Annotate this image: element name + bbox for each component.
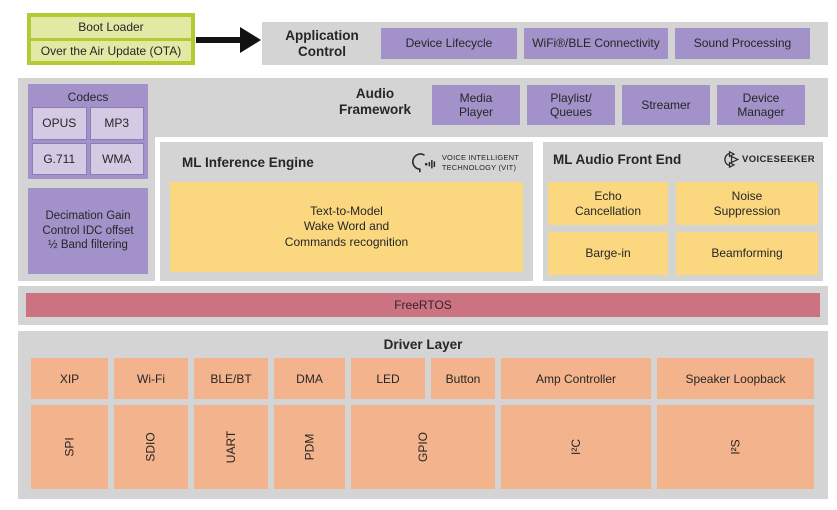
driver-box-button: Button <box>431 358 495 399</box>
af-module-media-player: Media Player <box>432 85 520 125</box>
peripheral-box-i2s: I²S <box>657 405 814 489</box>
driver-box-speaker-loopback: Speaker Loopback <box>657 358 814 399</box>
driver-layer-title: Driver Layer <box>383 337 463 352</box>
app-control-bar: Application Control Device Lifecycle WiF… <box>262 22 828 65</box>
boot-group: Boot Loader Over the Air Update (OTA) <box>27 13 195 65</box>
codecs-box: Codecs OPUS MP3 G.711 WMA <box>28 84 148 179</box>
codec-g711: G.711 <box>32 142 87 175</box>
driver-box-dma: DMA <box>274 358 345 399</box>
app-module-wifi-ble-connectivity: WiFi®/BLE Connectivity <box>524 28 668 59</box>
peripheral-label-uart: UART <box>223 430 238 464</box>
codec-mp3: MP3 <box>89 107 144 140</box>
afe-box-echo-cancellation: Echo Cancellation <box>548 182 668 225</box>
voiceseeker-icon <box>722 151 739 168</box>
vit-head-speaking-icon <box>410 151 437 174</box>
voiceseeker-badge: VOICESEEKER <box>722 151 815 168</box>
flow-arrow-icon <box>240 27 261 53</box>
peripheral-label-pdm: PDM <box>302 433 317 461</box>
flow-arrow-shaft <box>196 37 242 43</box>
afe-box-noise-suppression: Noise Suppression <box>676 182 818 225</box>
wake-word-box: Text-to-Model Wake Word and Commands rec… <box>170 182 523 272</box>
driver-layer-grid: XIP Wi-Fi BLE/BT DMA LED Button Amp Cont… <box>31 358 814 489</box>
afe-grid: Echo Cancellation Noise Suppression Barg… <box>548 182 818 275</box>
ml-inference-title: ML Inference Engine <box>182 155 314 170</box>
driver-box-led: LED <box>351 358 425 399</box>
driver-box-amp-controller: Amp Controller <box>501 358 651 399</box>
codec-opus: OPUS <box>32 107 87 140</box>
codecs-title: Codecs <box>67 90 109 104</box>
audio-framework-title: Audio Framework <box>338 86 412 118</box>
ml-audio-front-end-title: ML Audio Front End <box>553 152 682 167</box>
af-module-streamer: Streamer <box>622 85 710 125</box>
app-module-device-lifecycle: Device Lifecycle <box>381 28 517 59</box>
app-control-title: Application Control <box>285 27 359 59</box>
peripheral-label-gpio: GPIO <box>415 431 430 463</box>
peripheral-box-gpio: GPIO <box>351 405 495 489</box>
peripheral-box-uart: UART <box>194 405 268 489</box>
peripheral-box-pdm: PDM <box>274 405 345 489</box>
driver-box-wifi: Wi-Fi <box>114 358 188 399</box>
codec-wma: WMA <box>89 142 144 175</box>
peripheral-box-sdio: SDIO <box>114 405 188 489</box>
peripheral-box-i2c: I²C <box>501 405 651 489</box>
peripheral-box-spi: SPI <box>31 405 108 489</box>
af-module-device-manager: Device Manager <box>717 85 805 125</box>
vit-label: VOICE INTELLIGENT TECHNOLOGY (VIT) <box>441 153 519 172</box>
driver-box-xip: XIP <box>31 358 108 399</box>
driver-box-ble-bt: BLE/BT <box>194 358 268 399</box>
codecs-grid: OPUS MP3 G.711 WMA <box>32 107 144 175</box>
vit-badge: VOICE INTELLIGENT TECHNOLOGY (VIT) <box>410 151 519 174</box>
peripheral-label-sdio: SDIO <box>144 432 158 462</box>
afe-box-barge-in: Barge-in <box>548 232 668 275</box>
app-module-sound-processing: Sound Processing <box>675 28 810 59</box>
voiceseeker-label: VOICESEEKER <box>741 154 815 165</box>
boot-loader-box: Boot Loader <box>31 17 191 38</box>
peripheral-label-i2c: I²C <box>569 439 583 455</box>
decimation-filtering-box: Decimation Gain Control IDC offset ½ Ban… <box>28 188 148 274</box>
peripheral-label-spi: SPI <box>62 437 77 457</box>
freertos-bar: FreeRTOS <box>26 293 820 317</box>
afe-box-beamforming: Beamforming <box>676 232 818 275</box>
peripheral-label-i2s: I²S <box>728 439 743 455</box>
af-module-playlist-queues: Playlist/ Queues <box>527 85 615 125</box>
ota-box: Over the Air Update (OTA) <box>31 40 191 61</box>
